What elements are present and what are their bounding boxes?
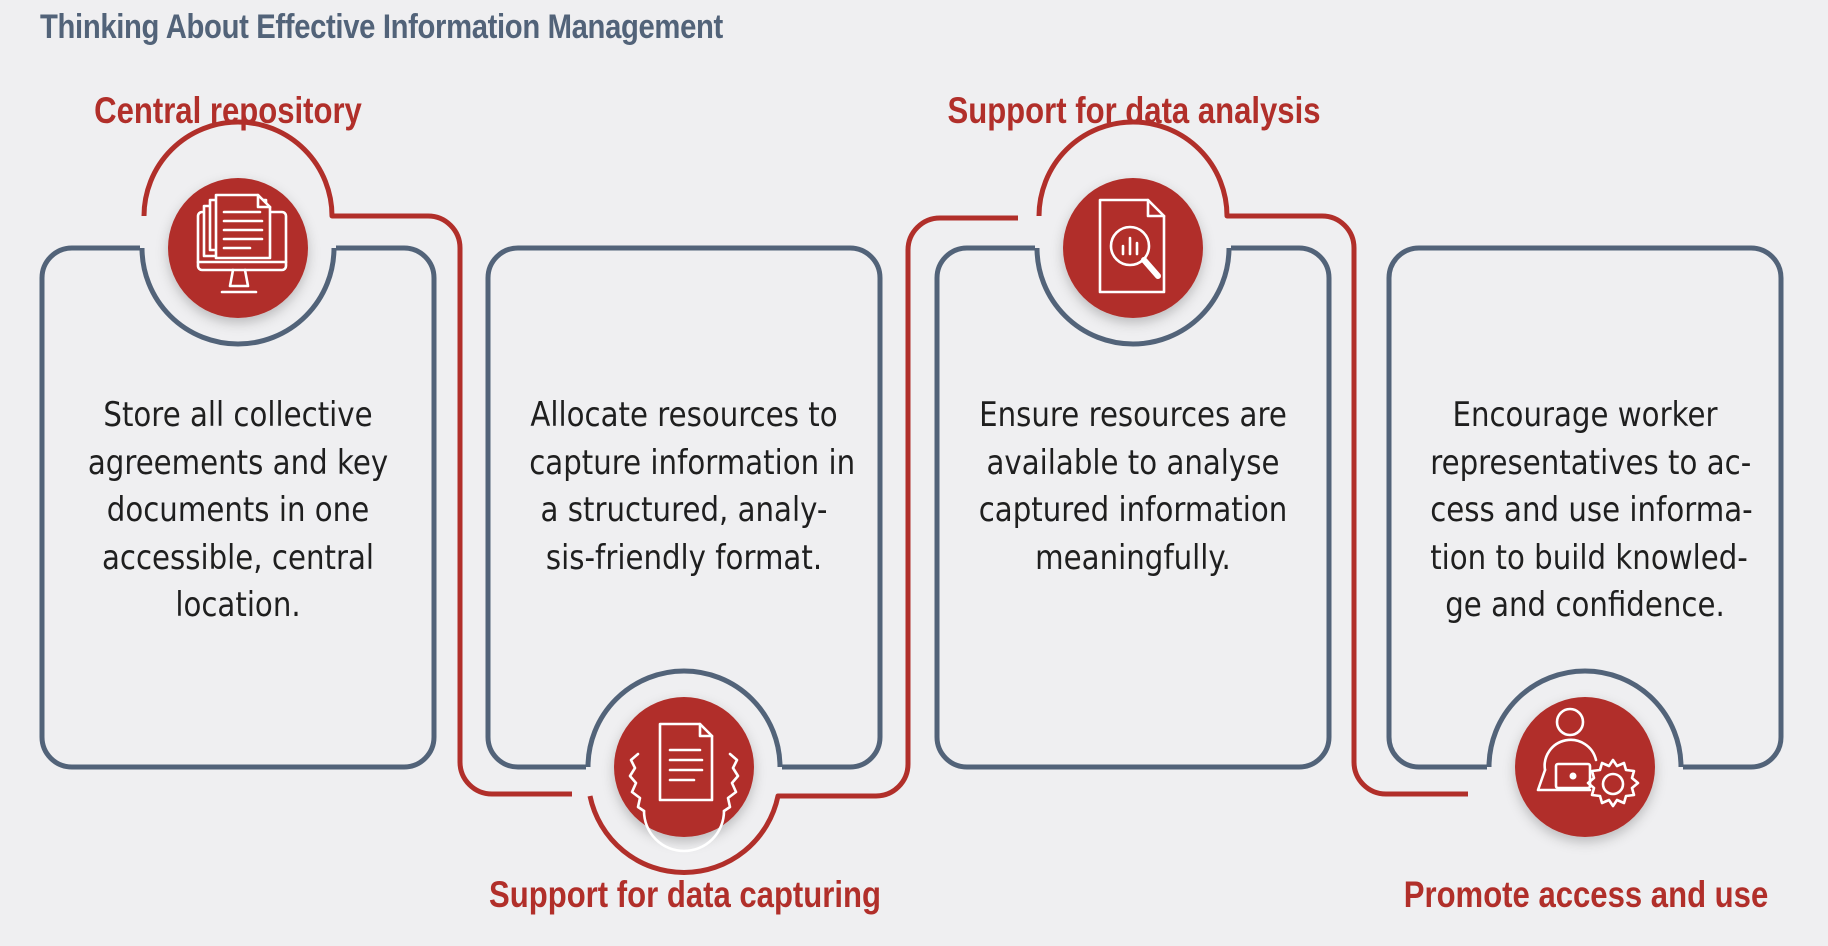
description-line: accessible, central (101, 537, 375, 578)
step-description-1: Store all collective agreements and key … (83, 392, 393, 630)
description-line: agreements and key (87, 442, 389, 483)
description-line: captured information (978, 490, 1288, 530)
document-monitor-icon (196, 193, 288, 294)
person-laptop-gear-icon (1536, 707, 1640, 808)
description-line: Store all collective (103, 395, 373, 435)
icon-ring-slate-4 (1486, 668, 1684, 768)
card-outline-3 (934, 245, 1332, 770)
step-description-4: Encourage worker representatives to ac- … (1430, 392, 1753, 630)
description-line: Ensure resources are (979, 395, 1287, 435)
step-title-central-repository: Central repository (94, 90, 362, 131)
connector-2-3 (587, 215, 1018, 875)
connector-3-4 (1036, 119, 1468, 797)
step-title-data-capturing: Support for data capturing (489, 874, 881, 915)
description-line: representatives to ac- (1430, 442, 1752, 483)
card-outline-1 (39, 245, 437, 770)
card-outline-2 (485, 245, 883, 770)
step-description-3: Ensure resources are available to analys… (978, 392, 1288, 582)
description-line: available to analyse (986, 442, 1280, 483)
connector-1-2 (141, 119, 572, 797)
description-line: documents in one (106, 490, 370, 530)
card-outline-4 (1386, 245, 1784, 770)
icon-circle-4 (1515, 697, 1655, 837)
icon-ring-slate-3 (1034, 247, 1232, 347)
description-line: a structured, analy- (540, 490, 828, 530)
description-line: sis-friendly format. (545, 537, 823, 578)
document-gear-icon (628, 722, 740, 853)
description-line: capture information in (529, 442, 856, 483)
description-line: Allocate resources to (530, 395, 838, 435)
description-line: ge and confidence. (1445, 585, 1725, 625)
description-line: cess and use informa- (1430, 490, 1753, 530)
step-title-access-and-use: Promote access and use (1403, 874, 1769, 915)
description-line: location. (175, 585, 301, 625)
page-title: Thinking About Effective Information Man… (40, 8, 723, 46)
step-title-data-analysis: Support for data analysis (947, 90, 1321, 131)
description-line: tion to build knowled- (1430, 537, 1748, 578)
document-magnifier-chart-icon (1098, 198, 1166, 294)
icon-ring-slate-1 (139, 247, 337, 347)
description-line: meaningfully. (1035, 537, 1231, 578)
description-line: Encourage worker (1452, 395, 1718, 435)
step-description-2: Allocate resources to capture informatio… (529, 392, 856, 582)
icon-ring-slate-2 (585, 668, 783, 768)
